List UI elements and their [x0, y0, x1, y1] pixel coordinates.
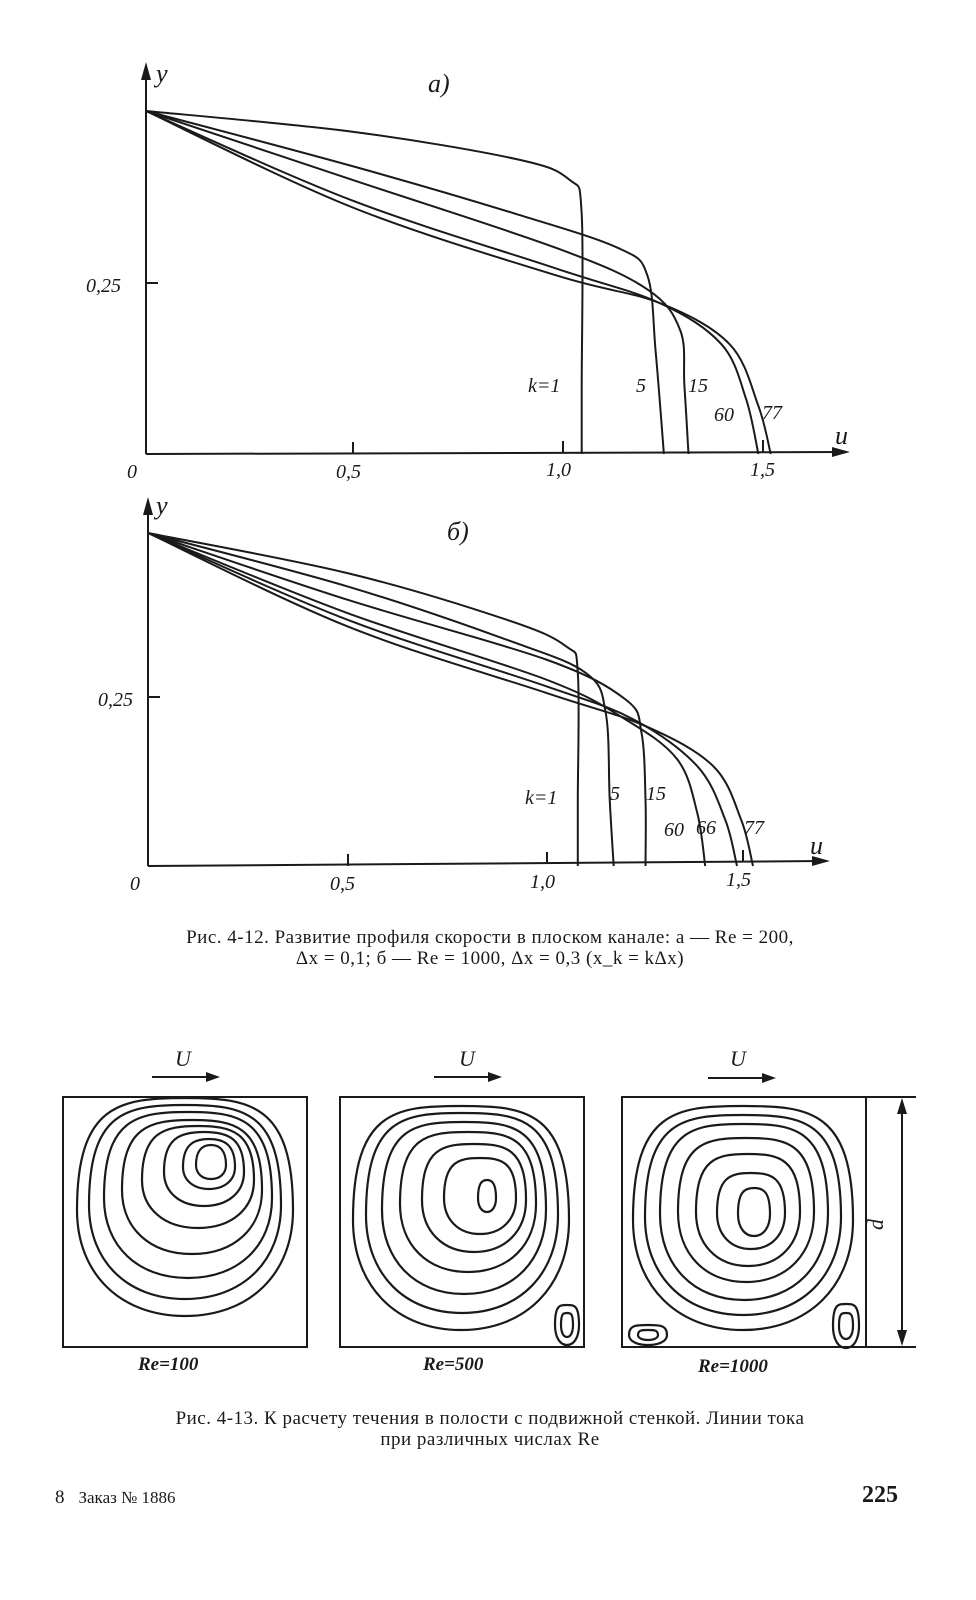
caption-line-2: при различных числах Re — [380, 1429, 600, 1450]
series-line-5 — [147, 532, 615, 867]
streamline — [715, 1171, 787, 1251]
y-axis-arrow — [141, 62, 151, 80]
curve-label-66: 66 — [696, 817, 716, 839]
cavity-box-re1000 — [621, 1096, 867, 1348]
streamline — [351, 1104, 571, 1332]
curve-label-5: 5 — [636, 375, 646, 397]
streamline — [831, 1302, 861, 1350]
streamline — [87, 1103, 283, 1301]
x-axis — [145, 451, 843, 455]
streamline — [676, 1136, 816, 1284]
y-axis-arrow — [143, 497, 153, 515]
x-axis-arrow — [812, 856, 830, 866]
velocity-label: U — [730, 1046, 748, 1071]
x-tick-label-2: 1,0 — [546, 459, 571, 481]
streamline — [643, 1113, 843, 1317]
curve-label-k1: k=1 — [525, 787, 557, 809]
streamline — [553, 1303, 581, 1347]
panel-label: a) — [428, 69, 450, 98]
caption-line-2: Δx = 0,1; б — Re = 1000, Δx = 0,3 (x_k =… — [295, 948, 685, 969]
panel-label-re500: Re=500 — [422, 1354, 484, 1375]
series-line-60 — [147, 532, 707, 867]
streamline — [658, 1122, 830, 1302]
streamline — [181, 1137, 237, 1191]
panel-label-re1000: Re=1000 — [697, 1356, 768, 1377]
streamline — [75, 1096, 295, 1318]
streamline — [194, 1143, 228, 1181]
x-tick-label-0: 0 — [127, 461, 137, 483]
streamline — [398, 1130, 538, 1274]
y-axis-label: y — [153, 491, 168, 520]
streamline — [636, 1328, 660, 1342]
curve-label-15: 15 — [688, 375, 708, 397]
caption-line-1: Рис. 4-12. Развитие профиля скорости в п… — [186, 927, 794, 948]
series-line-5 — [145, 110, 665, 455]
streamline — [102, 1110, 274, 1280]
x-tick-label-3: 1,5 — [726, 869, 751, 891]
x-axis-arrow — [832, 447, 850, 457]
x-tick-label-1: 0,5 — [336, 461, 361, 483]
y-tick-label: 0,25 — [98, 689, 133, 711]
x-axis — [147, 860, 823, 867]
curve-label-77: 77 — [744, 817, 765, 839]
streamline — [559, 1311, 575, 1339]
x-tick-label-1: 0,5 — [330, 873, 355, 895]
series-line-15 — [147, 532, 647, 867]
curve-label-5: 5 — [610, 783, 620, 805]
velocity-label: U — [459, 1046, 477, 1071]
streamline — [140, 1124, 256, 1230]
order-text: Заказ № 1886 — [78, 1488, 176, 1507]
series-line-k1 — [145, 110, 584, 454]
streamline — [380, 1120, 548, 1296]
streamline — [120, 1118, 264, 1256]
series-line-77 — [145, 110, 772, 455]
x-tick-label-0: 0 — [130, 873, 140, 895]
series-line-15 — [145, 110, 690, 455]
signature-number: 8 — [55, 1487, 65, 1508]
x-axis-label: u — [835, 421, 848, 450]
curve-label-k1: k=1 — [528, 375, 560, 397]
x-axis-label: u — [810, 831, 823, 860]
curve-label-60: 60 — [664, 819, 684, 841]
streamline — [364, 1111, 560, 1315]
panel-label: б) — [447, 517, 469, 546]
cavity-streamlines-figure: U U U d Re=100 Re=500 Re=1000 — [62, 1046, 916, 1377]
streamline — [694, 1152, 802, 1268]
streamline — [442, 1156, 518, 1236]
caption-line-1: Рис. 4-13. К расчету течения в полости с… — [175, 1408, 805, 1429]
velocity-profile-chart-b: б) y u 0,25 0 0,5 1,0 1,5 k=1 5 15 60 66… — [98, 491, 830, 895]
cavity-box-re500 — [339, 1096, 585, 1348]
figure-caption-4-13: Рис. 4-13. К расчету течения в полости с… — [55, 1408, 925, 1450]
figure-caption-4-12: Рис. 4-12. Развитие профиля скорости в п… — [55, 927, 925, 969]
velocity-label: U — [175, 1046, 193, 1071]
x-tick-label-3: 1,5 — [750, 459, 775, 481]
footer-order: 8 Заказ № 1886 — [55, 1487, 176, 1509]
streamline — [631, 1104, 855, 1332]
panel-label-re100: Re=100 — [137, 1354, 199, 1375]
dimension-label: d — [863, 1218, 888, 1230]
x-tick-label-2: 1,0 — [530, 871, 555, 893]
series-line-66 — [147, 532, 738, 867]
streamline — [736, 1186, 772, 1238]
streamline — [420, 1142, 528, 1254]
curve-label-60: 60 — [714, 404, 734, 426]
series-line-k1 — [147, 532, 580, 866]
page-number: 225 — [862, 1482, 898, 1508]
streamline — [162, 1130, 246, 1208]
series-line-77 — [147, 532, 754, 867]
curve-label-15: 15 — [646, 783, 666, 805]
velocity-profile-chart-a: a) y u 0,25 0 0,5 1,0 1,5 k=1 5 15 60 77 — [86, 59, 850, 483]
streamline — [837, 1311, 855, 1341]
streamline — [476, 1178, 498, 1214]
curve-label-77: 77 — [762, 402, 783, 424]
y-axis-label: y — [153, 59, 168, 88]
y-tick-label: 0,25 — [86, 275, 121, 297]
streamline — [627, 1323, 669, 1347]
series-line-60 — [145, 110, 760, 455]
